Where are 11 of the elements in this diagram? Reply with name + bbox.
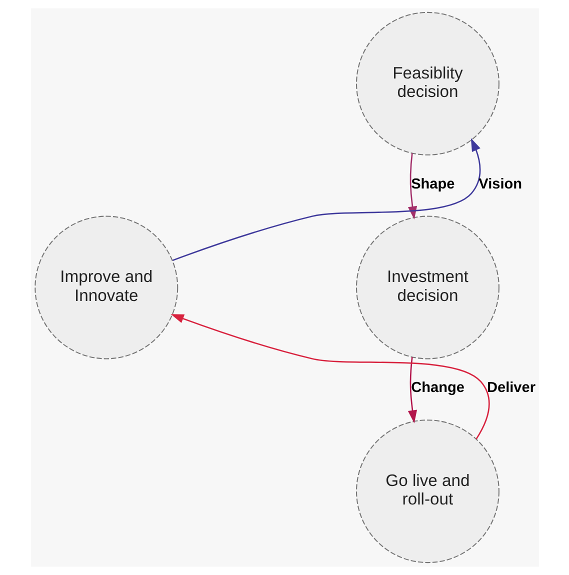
arrow (172, 138, 480, 261)
edge-label: Vision (478, 176, 522, 192)
edge-label: Change (410, 380, 464, 396)
arrow (407, 357, 417, 424)
arrow (170, 314, 490, 440)
node-circle: Investment decision (355, 216, 499, 360)
edge-label: Shape (410, 176, 454, 192)
edge-label: Deliver (486, 380, 536, 396)
node-circle: Go live and roll-out (355, 420, 499, 564)
node-circle: Feasiblity decision (355, 12, 499, 156)
node-circle: Improve and Innovate (34, 216, 178, 360)
